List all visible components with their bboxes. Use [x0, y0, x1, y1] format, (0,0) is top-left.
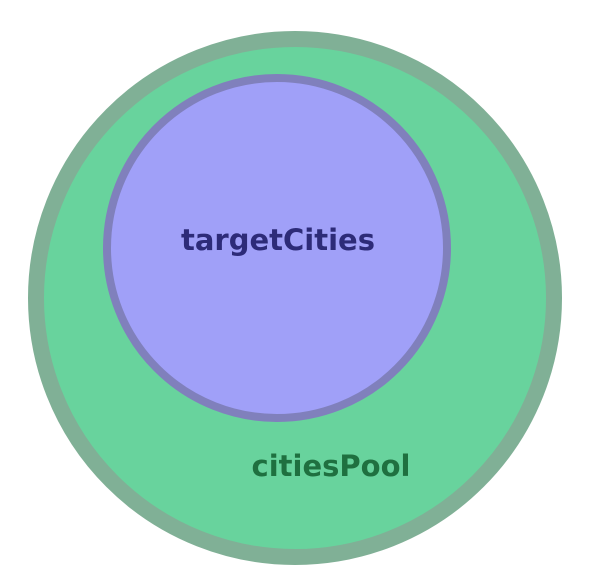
target-cities-set-circle — [103, 74, 451, 422]
target-cities-label: targetCities — [181, 223, 375, 257]
cities-pool-label: citiesPool — [252, 449, 411, 483]
